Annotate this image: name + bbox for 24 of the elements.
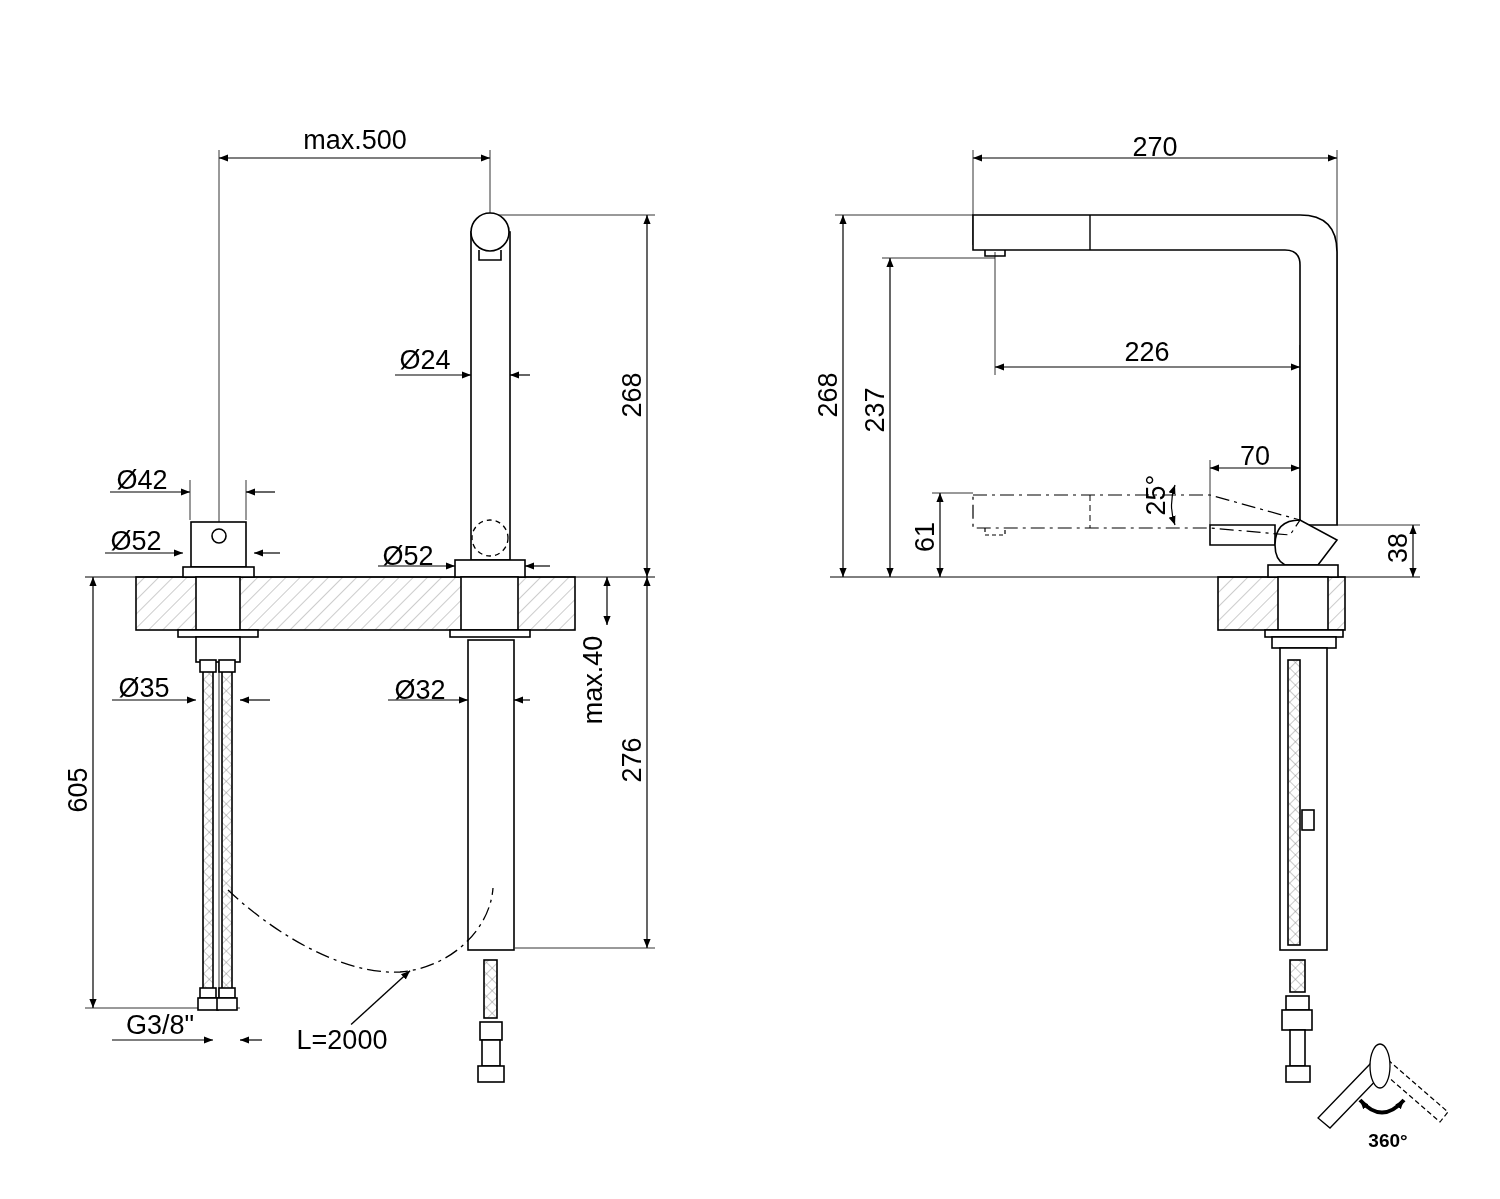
dimension-label: 38 (1384, 533, 1412, 563)
dimension-label: Ø24 (399, 346, 451, 374)
dimension-label: 25° (1142, 474, 1170, 516)
dimension-label: 605 (64, 767, 92, 813)
dimension-label: Ø52 (110, 527, 162, 555)
hose-line (227, 887, 494, 973)
dimension-label: Ø52 (382, 542, 434, 570)
dimension-label: max.40 (579, 635, 607, 725)
dimension-label: G3/8" (125, 1011, 195, 1039)
dimension-label: 226 (1124, 338, 1170, 366)
dimension-label: 237 (861, 387, 889, 433)
leader-line (350, 970, 411, 1026)
dimension-label: 276 (618, 737, 646, 783)
dimension-label: 270 (1132, 133, 1178, 161)
dimension-label: Ø42 (116, 466, 168, 494)
dimension-label: Ø35 (118, 674, 170, 702)
dimension-label: 61 (911, 522, 939, 552)
callout-label: L=2000 (296, 1026, 388, 1054)
dimension-label: Ø32 (394, 676, 446, 704)
dimension-label: max.500 (303, 126, 407, 154)
dimension-label: 70 (1240, 442, 1270, 470)
dimension-label: 268 (618, 372, 646, 418)
rotation-label: 360° (1368, 1130, 1408, 1150)
dimension-label: 268 (814, 372, 842, 418)
